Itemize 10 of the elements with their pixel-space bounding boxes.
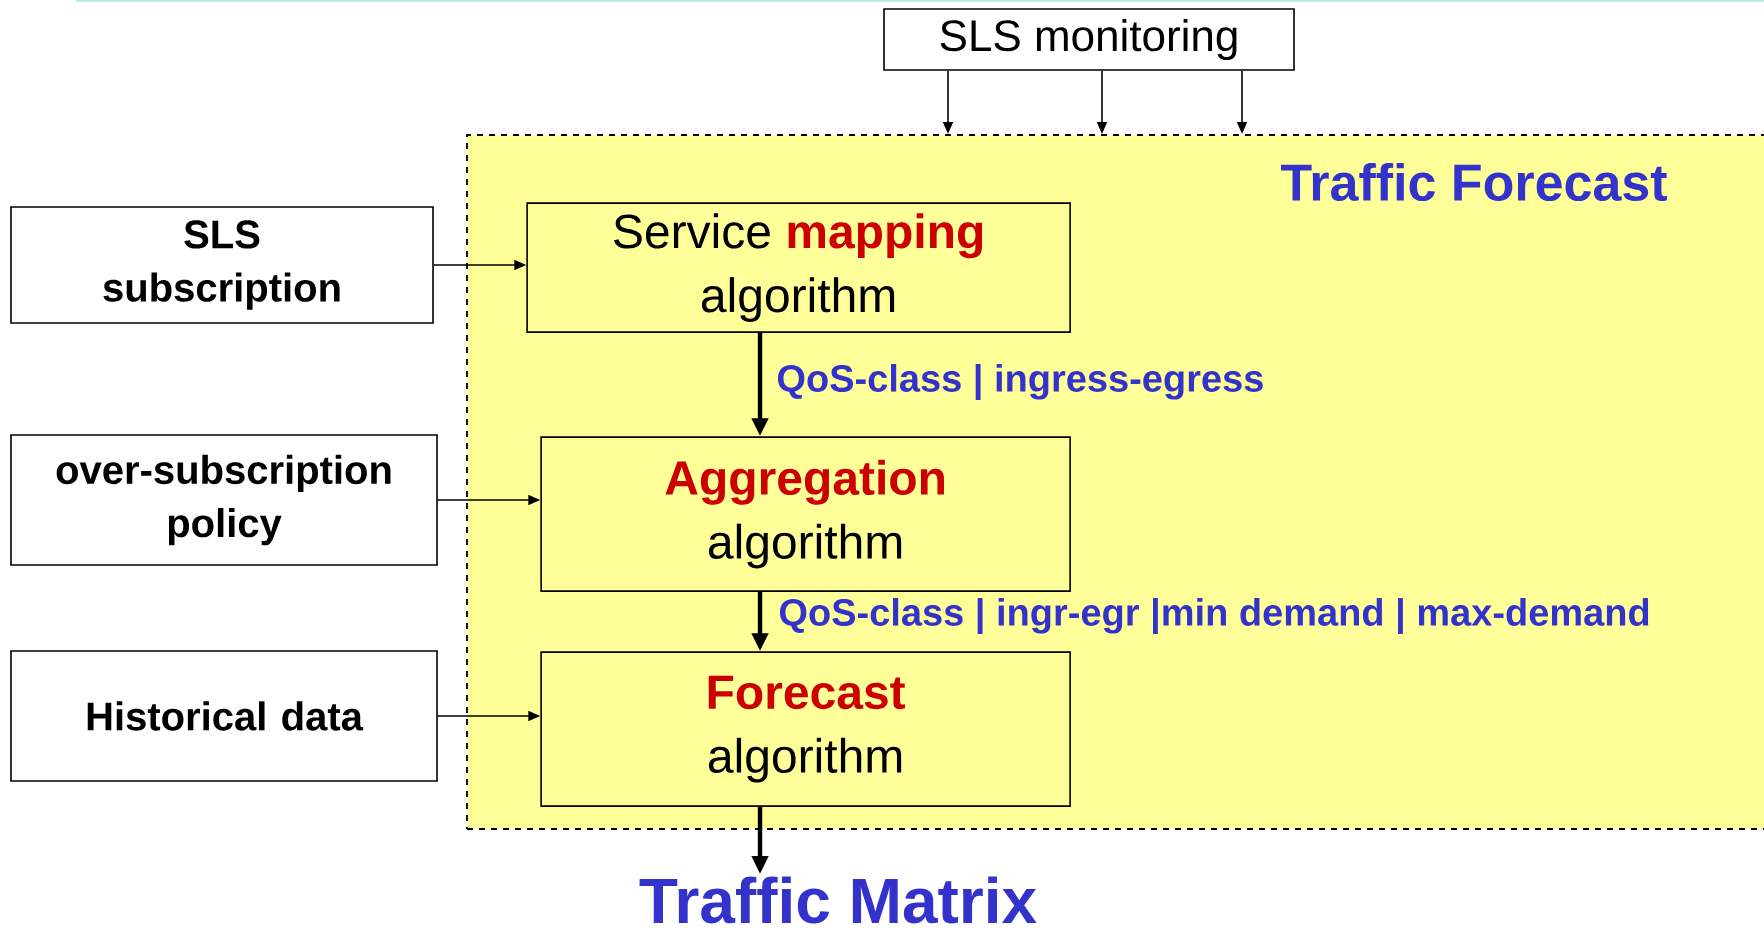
edge-label: QoS-class | ingress-egress bbox=[774, 362, 1267, 402]
input-box: Historical data bbox=[10, 650, 438, 782]
input-box: SLS subscription bbox=[10, 206, 434, 324]
output-label: Traffic Matrix bbox=[639, 876, 1037, 924]
input-box: over-subscription policy bbox=[10, 434, 438, 566]
process-box: Service mapping algorithm bbox=[526, 202, 1071, 333]
process-box: SLS monitoring bbox=[883, 8, 1295, 71]
process-box: Forecast algorithm bbox=[540, 651, 1071, 807]
edge-label: QoS-class | ingr-egr |min demand | max-demand bbox=[776, 596, 1653, 636]
process-box: Aggregation algorithm bbox=[540, 436, 1071, 592]
